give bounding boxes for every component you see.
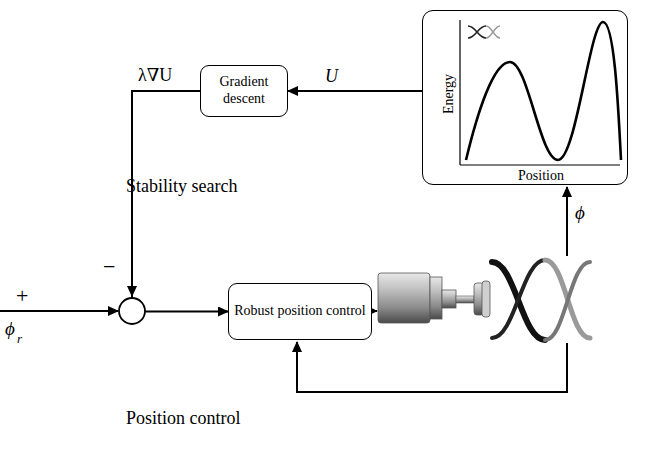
signal-label: −: [103, 254, 115, 280]
region-band: Stability search Gradient descent EnergyPo…: [55, 0, 649, 215]
summing-junction: [119, 298, 145, 324]
region-title: Stability search: [126, 176, 237, 197]
signal-label: ϕ: [5, 318, 15, 340]
region-band: Position control Robust position control: [108, 232, 545, 451]
box-text: Robust position control: [234, 303, 365, 320]
energy-plot: [460, 20, 621, 165]
signal-arrow: [288, 90, 422, 92]
arrow-head: [127, 286, 137, 297]
box-text: Gradient descent: [201, 74, 287, 108]
axis-label: Energy: [441, 74, 457, 114]
edge-label: U: [325, 66, 338, 87]
axis-label: Position: [518, 168, 564, 184]
region-title: Position control: [126, 408, 241, 429]
feedback-wire: [297, 342, 567, 392]
motor-illustration: [378, 273, 490, 323]
measurement-wire: [566, 187, 568, 256]
edge-label: λ∇U: [138, 64, 172, 86]
plot-panel: EnergyPosition: [422, 10, 628, 185]
plot-ground: [422, 10, 628, 185]
process-box: Robust position control: [228, 283, 372, 340]
signal-label: ϕ: [575, 202, 585, 224]
signal-label: +: [16, 283, 28, 309]
helix-illustration: [492, 260, 590, 340]
input-wire: [0, 310, 118, 312]
process-box: Gradient descent: [200, 65, 288, 117]
signal-label: r: [17, 331, 22, 347]
signal-arrow: [132, 91, 228, 312]
